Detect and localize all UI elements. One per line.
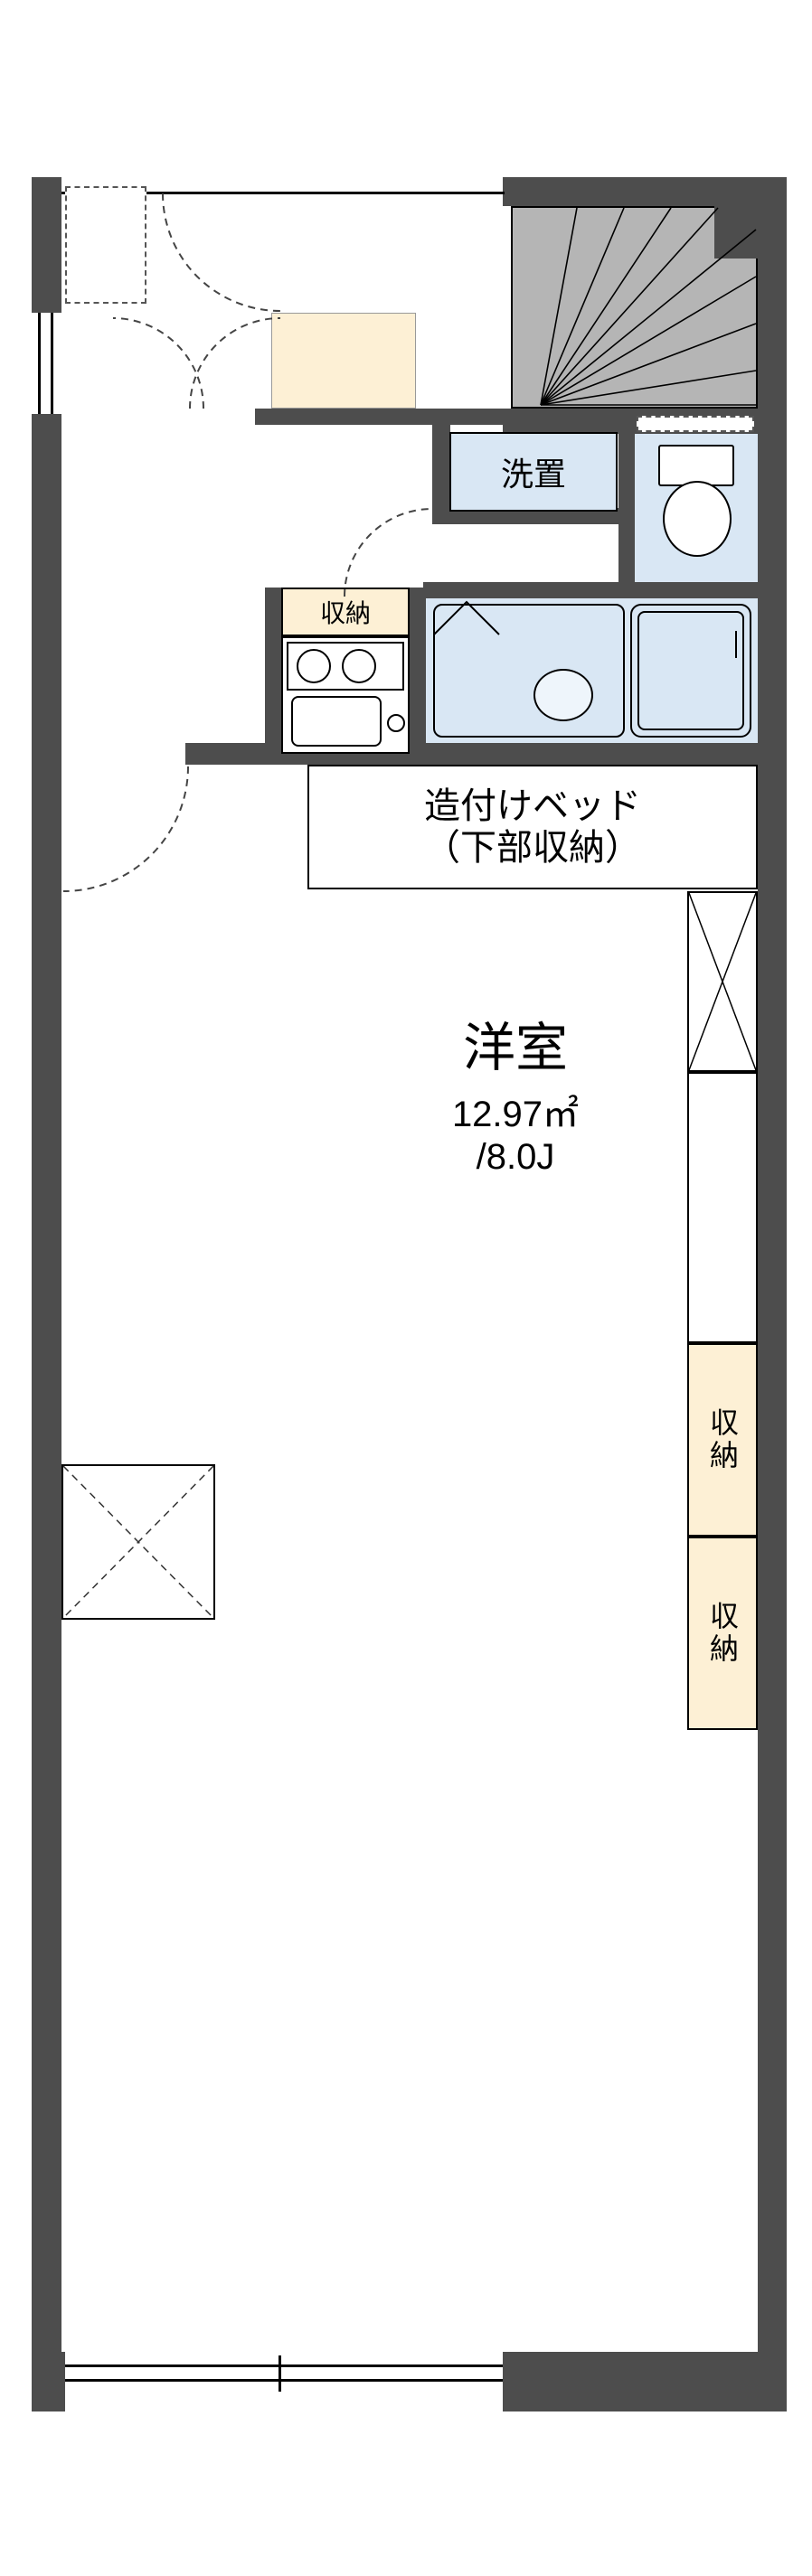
kitchen-storage-label: 収納 [319,599,371,627]
left-window-line-2 [51,313,53,414]
bath-stool [533,669,593,721]
main-room-label-block: 洋室 12.97㎡ /8.0J [362,1005,669,1178]
bath-wash-area [433,604,625,738]
wall-bed-top [185,743,758,765]
staircase-corner-block [714,206,758,259]
stove-burner-2 [342,649,376,683]
entrance-top-line [61,192,505,194]
washer-space: 洗置 [449,432,618,512]
bottom-window-center-tick [279,2355,281,2392]
bathtub-outer [630,604,751,738]
wall-bottom-right [503,2352,787,2411]
bathtub-inner [637,611,744,730]
wall-entrance-bottom [255,409,503,425]
bottom-window-line-2 [65,2379,503,2382]
left-x-box [61,1464,215,1620]
wall-right [758,177,787,2411]
entrance-door-arc [162,193,281,312]
entrance-closet-dashed [65,186,146,304]
bottom-window-line-1 [65,2364,503,2367]
toilet-door-dashed [637,416,754,432]
toilet-tank [658,445,734,486]
wall-top-right [503,177,787,206]
hall-door-arc-left [112,317,204,409]
kitchen-sink [291,696,382,747]
kitchen-storage: 収納 [281,588,410,636]
right-shelf-x-box [687,891,758,1072]
room-area: 12.97㎡ [451,1095,580,1134]
kitchen-faucet [387,714,405,732]
right-closet-upper-label: 収納 [706,1407,739,1472]
hall-door-arc-right [189,317,281,409]
right-closet-lower: 収納 [687,1537,758,1730]
room-name: 洋室 [462,1019,568,1077]
wall-kitchen-left [265,588,281,765]
right-closet-lower-label: 収納 [706,1601,739,1666]
wall-left-main [32,414,61,2411]
bath-hall-door-arc [344,508,433,597]
built-in-bed: 造付けベッド （下部収納） [307,765,758,889]
wall-bath-top [423,582,758,598]
wall-kitchen-right [410,588,426,765]
wall-washer-bottom [432,508,635,524]
stove-burner-1 [297,649,331,683]
main-room-door-arc [62,766,189,892]
right-empty-box [687,1072,758,1343]
left-window-line-1 [38,313,41,414]
wall-washer-left [432,425,450,524]
wall-bottom-left-stub [32,2352,65,2411]
wall-left-top [32,177,61,313]
right-closet-upper: 収納 [687,1343,758,1537]
bed-label-line2: （下部収納） [424,828,641,868]
wall-washer-toilet [618,425,635,598]
room-size: /8.0J [476,1137,555,1177]
toilet-bowl [663,481,732,557]
washer-label: 洗置 [500,456,566,493]
genkan-area [271,313,416,409]
bed-label-line1: 造付けベッド [424,786,641,826]
